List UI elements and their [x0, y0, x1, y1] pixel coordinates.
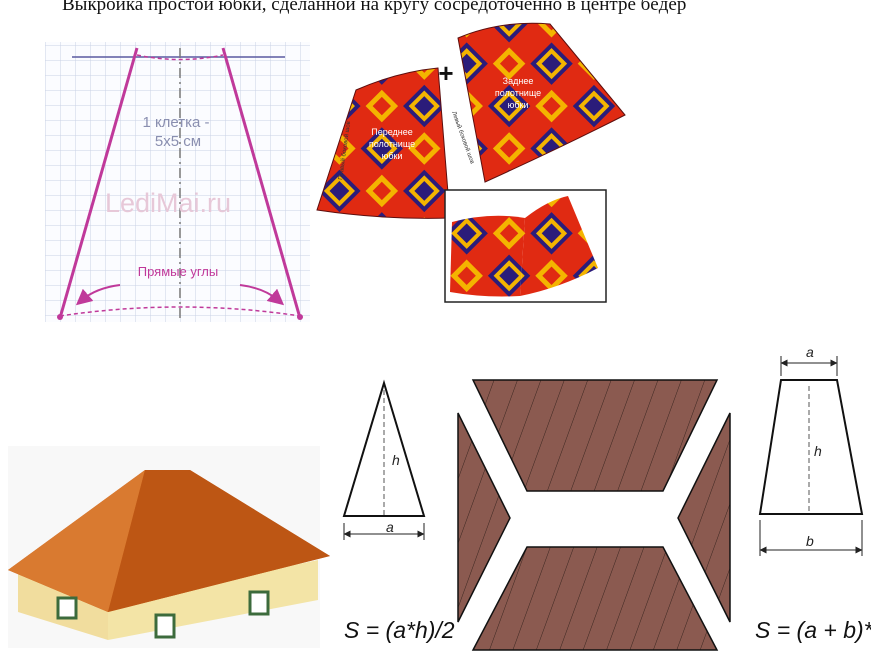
top-text-line: Выкройка простой юбки, сделанной на круг…	[62, 0, 687, 15]
trapezoid-bottom-label: b	[806, 533, 814, 549]
back-label-line3: юбки	[508, 100, 529, 110]
left-side-seam-line	[58, 47, 139, 319]
window-left	[56, 596, 78, 620]
roof-slope-right-triangle	[677, 412, 731, 623]
skirt-pieces-illustration: + Переднее полотнище юбки Заднее полотни…	[316, 22, 626, 303]
waist-curve	[136, 54, 224, 61]
skirt-pattern-panel: 1 клетка - 5x5 см LediMai.ru Прямые углы	[45, 42, 310, 322]
trapezoid-height-label: h	[814, 443, 822, 459]
plus-sign: +	[438, 58, 453, 88]
roof-slope-left-triangle	[457, 412, 511, 623]
window-right	[248, 590, 270, 616]
roof-left-slope	[8, 470, 145, 612]
back-label-line1: Заднее	[503, 76, 534, 86]
hip-roof-house-illustration	[8, 446, 330, 648]
triangle-height-label: h	[392, 452, 400, 468]
roof-slope-top-trapezoid	[471, 379, 719, 492]
grid-note-line1: 1 клетка -	[142, 114, 209, 131]
window-center	[154, 613, 176, 639]
trapezoid-shape	[758, 379, 864, 515]
right-angle-arrow-left	[75, 284, 121, 306]
grid-note-line2: 5x5 см	[155, 133, 201, 150]
hem-right-point	[297, 314, 303, 320]
back-panel-piece	[457, 22, 626, 183]
triangle-base-label: a	[386, 519, 394, 535]
right-angles-label: Прямые углы	[138, 264, 218, 279]
triangle-formula: S = (a*h)/2	[344, 617, 455, 643]
roof-front-slope	[108, 470, 330, 612]
hem-curve	[59, 306, 301, 317]
right-side-seam-line	[221, 47, 302, 319]
trapezoid-formula-diagram: a h b S = (a + b)*h / 2	[755, 344, 871, 643]
assembled-front-piece	[450, 215, 525, 297]
right-seam-label: Левый боковой шов	[450, 110, 476, 164]
assembled-back-piece	[520, 196, 598, 296]
watermark: LediMai.ru	[105, 188, 231, 218]
front-label-line1: Переднее	[371, 127, 413, 137]
trapezoid-formula: S = (a + b)*h / 2	[755, 617, 871, 643]
right-angle-arrow-right	[239, 284, 285, 306]
hem-left-point	[57, 314, 63, 320]
triangle-formula-diagram: h a S = (a*h)/2	[342, 379, 455, 643]
roof-slopes-diagram	[457, 379, 731, 651]
front-label-line3: юбки	[382, 151, 403, 161]
front-label-line2: полотнище	[369, 139, 415, 149]
trapezoid-top-label: a	[806, 344, 814, 360]
back-label-line2: полотнище	[495, 88, 541, 98]
roof-slope-bottom-trapezoid	[471, 546, 719, 651]
